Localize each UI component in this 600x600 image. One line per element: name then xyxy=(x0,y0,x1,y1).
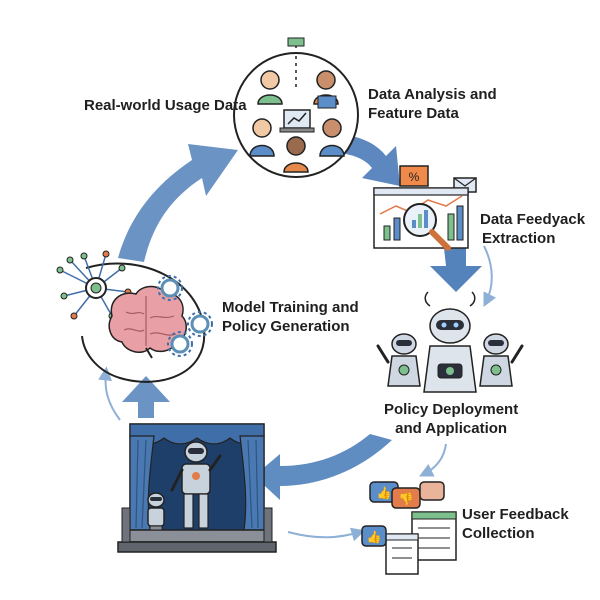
label-policy-deployment-line2: and Application xyxy=(395,420,508,437)
label-data-extraction-line1: Data Feedyack xyxy=(480,211,586,228)
svg-text:👎: 👎 xyxy=(399,492,414,506)
label-model-training-line2: Policy Generation xyxy=(222,318,350,335)
svg-text:👍: 👍 xyxy=(367,530,382,544)
robot-theater-stage-icon xyxy=(117,423,277,553)
feedback-bubbles-icon: 👍 👎 👍 xyxy=(361,481,457,575)
arrow-deployment-to-stage xyxy=(254,434,392,500)
label-data-analysis: Data Analysis and Feature Data xyxy=(368,85,497,123)
label-real-world-usage: Real-world Usage Data xyxy=(84,97,247,114)
thin-arrow-stage-to-training xyxy=(98,366,121,421)
robots-icon xyxy=(376,291,524,393)
thin-arrow-extraction xyxy=(483,245,497,308)
thin-arrow-stage-to-feedback xyxy=(287,527,366,542)
arrow-training-to-usage xyxy=(118,144,238,262)
brain-gears-icon xyxy=(56,250,213,383)
thin-arrows xyxy=(98,245,497,542)
label-data-analysis-line2: Feature Data xyxy=(368,105,459,122)
label-user-feedback: User Feedback Collection xyxy=(462,505,569,543)
svg-text:👍: 👍 xyxy=(377,486,392,500)
cycle-arrows xyxy=(118,136,482,500)
label-model-training-line1: Model Training and xyxy=(222,299,359,316)
arrow-analysis-to-extraction xyxy=(346,136,400,186)
label-policy-deployment-line1: Policy Deployment xyxy=(384,401,519,418)
arrow-stage-to-training xyxy=(122,376,170,418)
thin-arrow-deployment-to-feedback xyxy=(418,443,447,477)
label-data-extraction: Data Feedyack Extraction xyxy=(480,210,585,248)
svg-text:%: % xyxy=(409,170,420,184)
label-data-analysis-line1: Data Analysis and xyxy=(368,86,497,103)
arrow-extraction-to-deployment xyxy=(430,248,482,292)
label-user-feedback-line1: User Feedback xyxy=(462,506,569,523)
magnified-chart-icon: % xyxy=(373,165,477,251)
label-user-feedback-line2: Collection xyxy=(462,525,535,542)
label-model-training: Model Training and Policy Generation xyxy=(222,298,359,336)
label-policy-deployment: Policy Deployment and Application xyxy=(384,400,518,438)
label-data-extraction-line2: Extraction xyxy=(482,230,556,247)
people-with-laptops-icon xyxy=(233,37,359,178)
